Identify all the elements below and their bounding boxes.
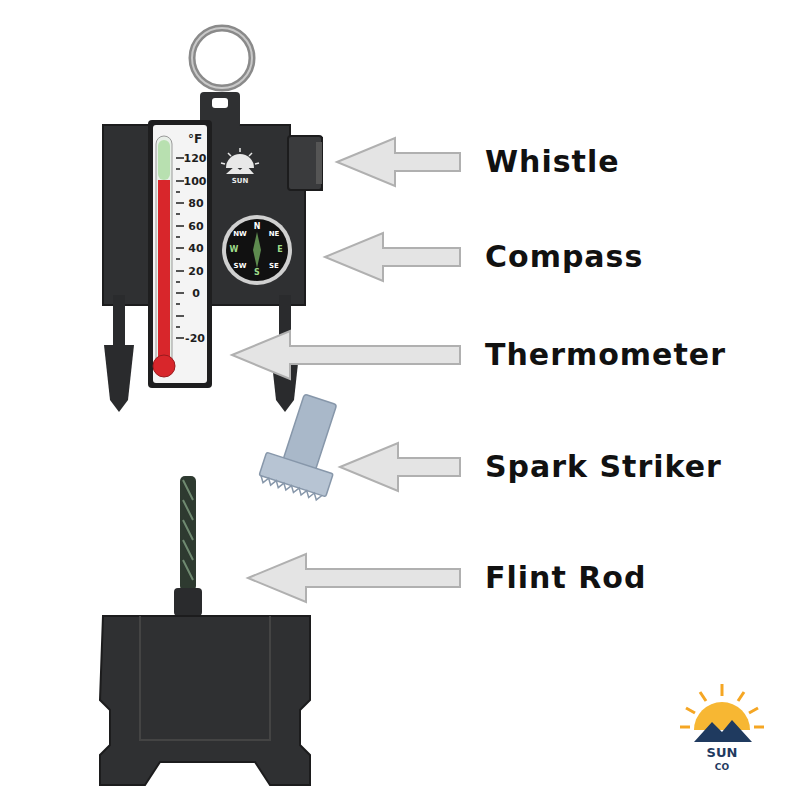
part-label: Thermometer (485, 340, 726, 370)
thermometer-green (158, 140, 170, 180)
scale-text: S (254, 269, 260, 277)
flint-texture (183, 480, 193, 580)
key-ring (192, 28, 252, 88)
scale-text: SUN (707, 746, 738, 759)
brand-logo (680, 684, 764, 742)
thermometer-tube (156, 136, 172, 368)
thermometer-bulb (153, 355, 175, 377)
part-label: Compass (485, 242, 643, 272)
flint-rod (180, 476, 196, 591)
clip-foot (104, 345, 134, 412)
scale-text: 40 (188, 243, 203, 254)
part-label: Flint Rod (485, 563, 646, 593)
thermometer-frame (148, 120, 212, 388)
thermometer-scale (153, 125, 207, 383)
scale-text: SE (269, 263, 279, 270)
device-body (103, 125, 322, 305)
scale-text: 60 (188, 221, 203, 232)
holder-edge (140, 616, 270, 740)
scale-text: 80 (188, 198, 203, 209)
scale-text: E (277, 246, 282, 254)
scale-text: 20 (188, 266, 203, 277)
rod-holder (100, 616, 310, 785)
scale-text: NW (233, 231, 247, 238)
scale-text: 120 (184, 153, 207, 164)
scale-text: SUN (232, 178, 249, 185)
whistle-mouth (316, 142, 322, 184)
scale-text: W (230, 246, 239, 254)
key-ring-highlight (192, 28, 252, 88)
scale-text: -20 (185, 333, 205, 344)
device-logo (221, 148, 259, 174)
scale-text: 0 (192, 288, 200, 299)
scale-text: NE (269, 231, 280, 238)
rod-collar (174, 588, 202, 616)
thermometer-liquid (158, 180, 170, 360)
part-label: Spark Striker (485, 452, 722, 482)
scale-text: 100 (184, 176, 207, 187)
clip-arm (113, 295, 125, 345)
scale-text: SW (234, 263, 247, 270)
compass-face (226, 219, 288, 281)
scale-text: °F (188, 133, 202, 145)
scale-text: N (254, 223, 261, 231)
spark-striker (257, 389, 354, 503)
scale-ticks (176, 158, 184, 338)
part-label: Whistle (485, 147, 620, 177)
ring-hole (212, 98, 228, 108)
scale-text: CO (715, 763, 729, 772)
whistle (288, 136, 322, 190)
compass-needle (253, 232, 261, 268)
callout-arrows (232, 138, 460, 602)
compass-bezel (222, 215, 292, 285)
